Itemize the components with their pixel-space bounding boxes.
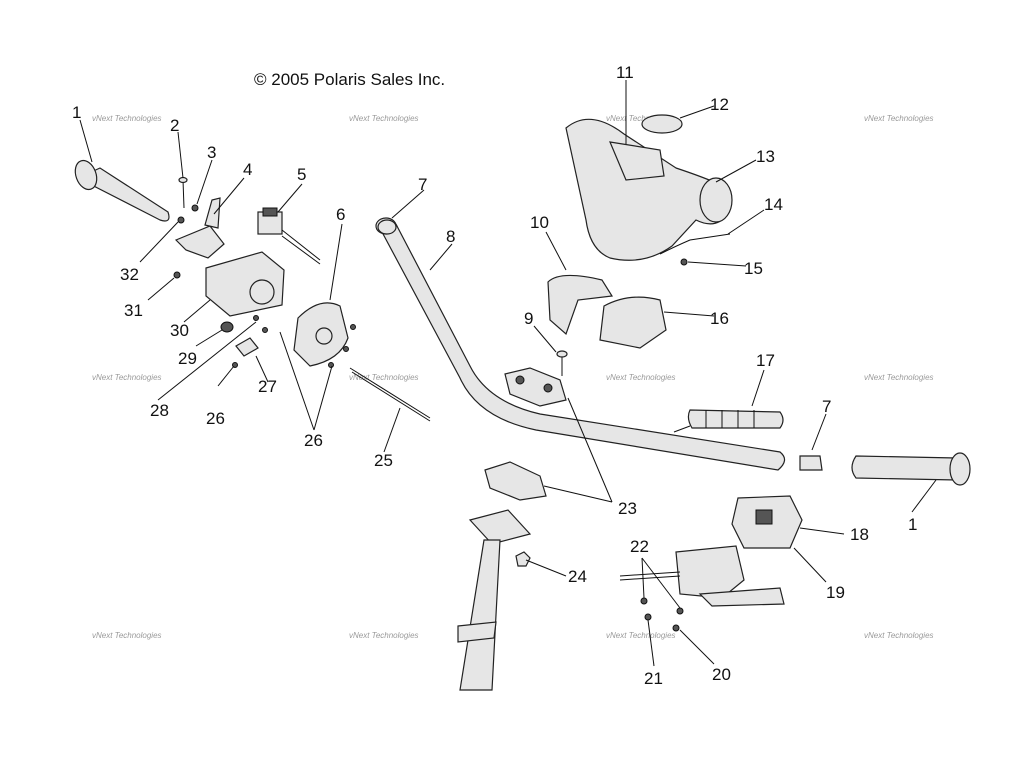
callout-10: 10 (530, 213, 549, 232)
throttle-bracket (174, 197, 225, 259)
pad-16 (599, 296, 667, 349)
callout-9: 9 (524, 309, 533, 328)
bolt-9 (556, 350, 568, 376)
screw-15 (680, 258, 688, 266)
callout-11: 11 (616, 63, 634, 82)
callout-5: 5 (297, 165, 306, 184)
callout-7: 7 (418, 175, 427, 194)
callout-12: 12 (710, 95, 729, 114)
callout-21: 21 (644, 669, 663, 688)
watermark-4: vNext Technologies (864, 114, 934, 123)
watermark-6: vNext Technologies (349, 373, 419, 382)
callout-26: 26 (304, 431, 323, 450)
clamp-top (504, 367, 567, 407)
callout-32: 32 (120, 265, 139, 284)
callout-29: 29 (178, 349, 197, 368)
callout-24: 24 (568, 567, 587, 586)
cover-6 (293, 302, 349, 367)
watermark-7: vNext Technologies (606, 373, 676, 382)
callout-15: 15 (744, 259, 763, 278)
screw-2 (178, 176, 188, 209)
nut-31 (173, 271, 181, 279)
housing-30 (205, 251, 285, 317)
watermark-1: vNext Technologies (92, 114, 162, 123)
right-grip (851, 452, 971, 486)
copyright-notice: © 2005 Polaris Sales Inc. (254, 70, 446, 89)
callout-13: 13 (756, 147, 775, 166)
callout-25: 25 (374, 451, 393, 470)
nut-24 (515, 551, 531, 567)
wire-14 (659, 233, 731, 255)
watermark-11: vNext Technologies (606, 631, 676, 640)
grip-17 (673, 409, 784, 433)
callout-numbers: 1 2 3 4 5 6 7 8 9 10 11 12 13 14 15 16 1… (72, 63, 917, 688)
watermark-8: vNext Technologies (864, 373, 934, 382)
screws-20-22 (640, 597, 684, 632)
callout-17: 17 (756, 351, 775, 370)
steering-post (457, 509, 532, 691)
callout-1b: 1 (908, 515, 917, 534)
callout-1: 1 (72, 103, 81, 122)
cable-25 (349, 367, 431, 422)
callout-2: 2 (170, 116, 179, 135)
washer-32 (177, 216, 185, 224)
crossbar-pad-13 (565, 118, 733, 261)
watermark-12: vNext Technologies (864, 631, 934, 640)
callout-8: 8 (446, 227, 455, 246)
callout-20: 20 (712, 665, 731, 684)
watermark-5: vNext Technologies (92, 373, 162, 382)
switch-housing-18 (731, 495, 803, 549)
leader-lines (79, 80, 937, 667)
cap-29 (220, 321, 234, 333)
clamp-bottom (484, 461, 547, 501)
callout-16: 16 (710, 309, 729, 328)
brake-master (619, 545, 785, 607)
callout-31: 31 (124, 301, 143, 320)
end-plug-left (377, 219, 397, 235)
callout-28: 28 (150, 401, 169, 420)
end-plug-right (799, 455, 823, 471)
callout-30: 30 (170, 321, 189, 340)
watermark-2: vNext Technologies (349, 114, 419, 123)
callout-3: 3 (207, 143, 216, 162)
switch-5 (257, 207, 321, 265)
watermark-3: vNext Technologies (606, 114, 676, 123)
callout-4: 4 (243, 160, 252, 179)
callout-19: 19 (826, 583, 845, 602)
watermark-10: vNext Technologies (349, 631, 419, 640)
callout-14: 14 (764, 195, 783, 214)
left-grip (74, 159, 170, 222)
callout-22: 22 (630, 537, 649, 556)
watermark-9: vNext Technologies (92, 631, 162, 640)
callout-23: 23 (618, 499, 637, 518)
watermarks: vNext Technologies vNext Technologies vN… (92, 114, 934, 640)
callout-18: 18 (850, 525, 869, 544)
label-12 (641, 114, 683, 134)
callout-6: 6 (336, 205, 345, 224)
callout-26b: 26 (206, 409, 225, 428)
washer-3 (191, 204, 199, 212)
handlebar-8 (375, 217, 786, 471)
callout-27: 27 (258, 377, 277, 396)
plate-27 (235, 337, 259, 357)
pad-10 (547, 274, 614, 336)
callout-7b: 7 (822, 397, 831, 416)
